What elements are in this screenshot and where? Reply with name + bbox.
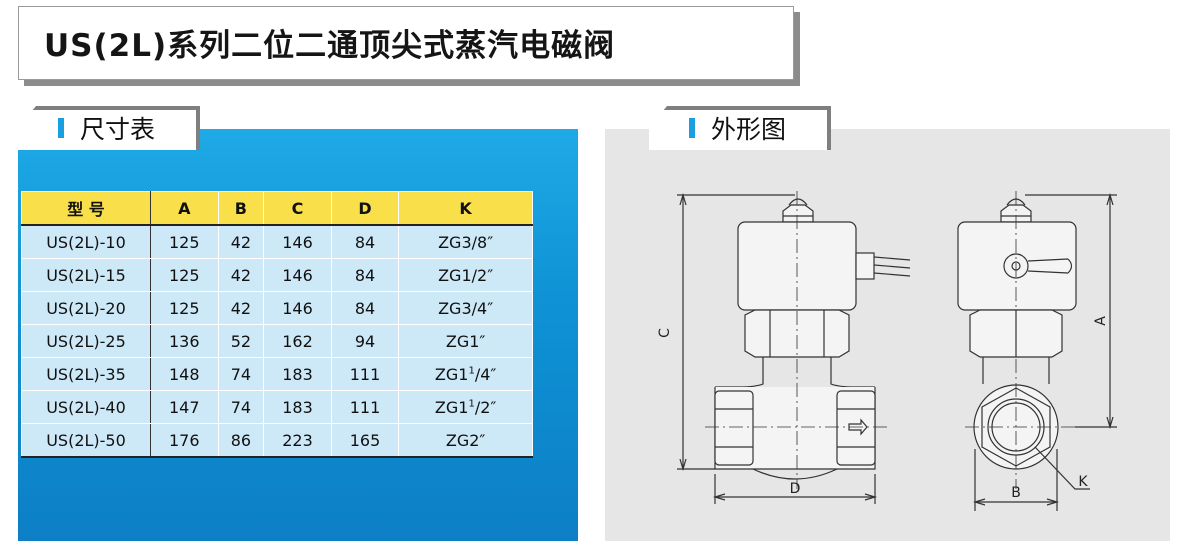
title-banner (18, 6, 794, 80)
dimension-label-d: D (790, 481, 801, 497)
dimension-label-b: B (1011, 485, 1021, 501)
cell-k: ZG1/2″ (398, 258, 533, 292)
cell-model: US(2L)-20 (21, 291, 151, 325)
drawing-panel (605, 129, 1170, 541)
table-row: US(2L)-25 136 52 162 94 ZG1″ (21, 324, 533, 358)
cell-k: ZG11/2″ (398, 390, 533, 424)
cell-d: 111 (330, 357, 400, 391)
cell-a: 148 (150, 357, 219, 391)
cell-b: 42 (217, 224, 265, 259)
header-d: D (330, 191, 400, 226)
cell-k: ZG11/4″ (398, 357, 533, 391)
cell-k-main: ZG1 (434, 364, 469, 384)
cell-model: US(2L)-10 (21, 224, 151, 259)
tab-accent-bar (689, 118, 695, 138)
cell-a: 125 (150, 258, 219, 292)
cell-k: ZG3/8″ (398, 224, 533, 259)
cell-c: 183 (263, 390, 332, 424)
side-view (957, 191, 1117, 511)
cell-k-superscript: 1 (468, 365, 475, 377)
cell-k-main: ZG1 (434, 397, 469, 417)
cell-model: US(2L)-25 (21, 324, 151, 358)
table-row: US(2L)-50 176 86 223 165 ZG2″ (21, 423, 533, 458)
cell-b: 74 (217, 357, 265, 391)
cell-d: 165 (330, 423, 400, 458)
cell-d: 84 (330, 224, 400, 259)
header-b: B (217, 191, 265, 226)
header-model: 型 号 (21, 191, 151, 226)
cell-d: 111 (330, 390, 400, 424)
valve-outline-drawing: C A D B K (657, 191, 1117, 511)
header-k: K (398, 191, 533, 226)
table-row: US(2L)-20 125 42 146 84 ZG3/4″ (21, 291, 533, 325)
table-row: US(2L)-10 125 42 146 84 ZG3/8″ (21, 224, 533, 259)
cell-d: 84 (330, 291, 400, 325)
cell-c: 146 (263, 224, 332, 259)
table-header-row: 型 号 A B C D K (21, 191, 533, 226)
cell-k-tail: /4″ (474, 364, 497, 384)
cell-c: 183 (263, 357, 332, 391)
dimension-label-c: C (657, 328, 673, 338)
cell-a: 176 (150, 423, 219, 458)
table-row: US(2L)-35 148 74 183 111 ZG11/4″ (21, 357, 533, 391)
front-view (677, 191, 911, 504)
dimension-table-tab (18, 106, 200, 150)
cell-k: ZG3/4″ (398, 291, 533, 325)
cell-model: US(2L)-15 (21, 258, 151, 292)
cell-k: ZG1″ (398, 324, 533, 358)
drawing-tab (649, 106, 831, 150)
cell-k-superscript: 1 (468, 398, 475, 410)
table-row: US(2L)-40 147 74 183 111 ZG11/2″ (21, 390, 533, 424)
header-c: C (263, 191, 332, 226)
dimension-label-a: A (1093, 316, 1109, 326)
cell-b: 86 (217, 423, 265, 458)
cell-b: 74 (217, 390, 265, 424)
dimension-table: 型 号 A B C D K US(2L)-10 125 42 146 84 ZG… (21, 191, 533, 458)
drawing-title: 外形图 (711, 115, 787, 144)
cell-b: 52 (217, 324, 265, 358)
cell-k-tail: /2″ (474, 397, 497, 417)
table-row: US(2L)-15 125 42 146 84 ZG1/2″ (21, 258, 533, 292)
cell-c: 146 (263, 258, 332, 292)
cell-b: 42 (217, 258, 265, 292)
cell-d: 84 (330, 258, 400, 292)
cell-c: 162 (263, 324, 332, 358)
cell-k: ZG2″ (398, 423, 533, 458)
header-a: A (150, 191, 219, 226)
cell-d: 94 (330, 324, 400, 358)
cell-c: 146 (263, 291, 332, 325)
cell-a: 147 (150, 390, 219, 424)
cell-a: 125 (150, 224, 219, 259)
dimension-table-title: 尺寸表 (80, 115, 156, 144)
dimension-label-k: K (1078, 474, 1088, 490)
cell-model: US(2L)-50 (21, 423, 151, 458)
tab-accent-bar (58, 118, 64, 138)
cell-model: US(2L)-40 (21, 390, 151, 424)
cell-a: 136 (150, 324, 219, 358)
cell-a: 125 (150, 291, 219, 325)
cell-c: 223 (263, 423, 332, 458)
page-title: US(2L)系列二位二通顶尖式蒸汽电磁阀 (44, 28, 616, 64)
cell-model: US(2L)-35 (21, 357, 151, 391)
cell-b: 42 (217, 291, 265, 325)
